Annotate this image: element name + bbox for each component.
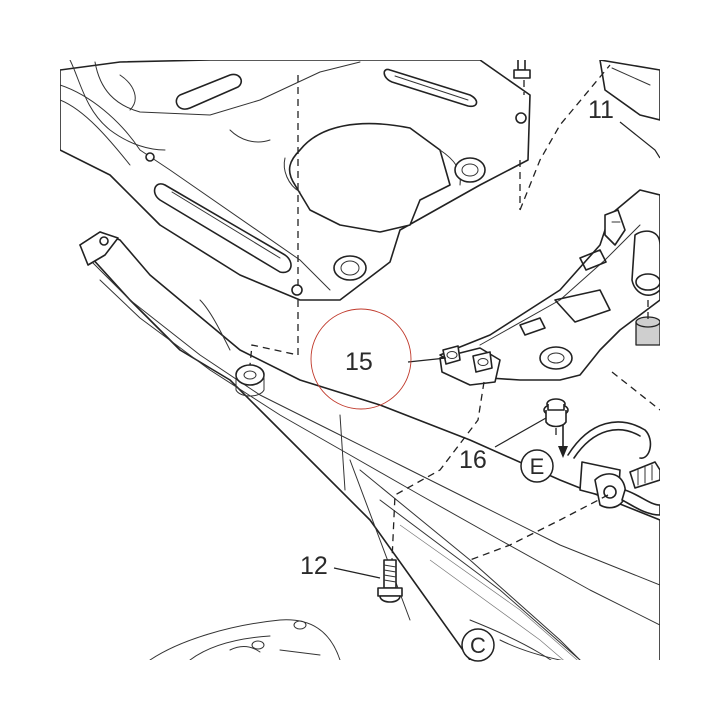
part-16-spacer xyxy=(543,398,569,428)
callout-16: 16 xyxy=(459,446,487,474)
highlight-circle xyxy=(310,308,412,410)
callout-11: 11 xyxy=(588,96,614,124)
detail-ref-e: E xyxy=(520,449,554,483)
direction-arrow xyxy=(558,424,568,458)
lower-housing xyxy=(149,619,341,660)
underbody-panel xyxy=(60,60,531,301)
svg-text:C: C xyxy=(470,633,486,658)
callout-12: 12 xyxy=(300,552,328,580)
clamp-assembly xyxy=(567,421,660,516)
detail-ref-c: C xyxy=(461,628,495,662)
leader-lines xyxy=(333,121,660,579)
bolt-top xyxy=(513,60,531,79)
svg-text:E: E xyxy=(530,454,545,479)
callout-15: 15 xyxy=(345,348,373,376)
part-12-bolt xyxy=(377,559,403,603)
mounting-bracket xyxy=(439,60,660,381)
assembly-dashed-lines xyxy=(249,64,660,561)
part-15-plate xyxy=(439,345,501,386)
